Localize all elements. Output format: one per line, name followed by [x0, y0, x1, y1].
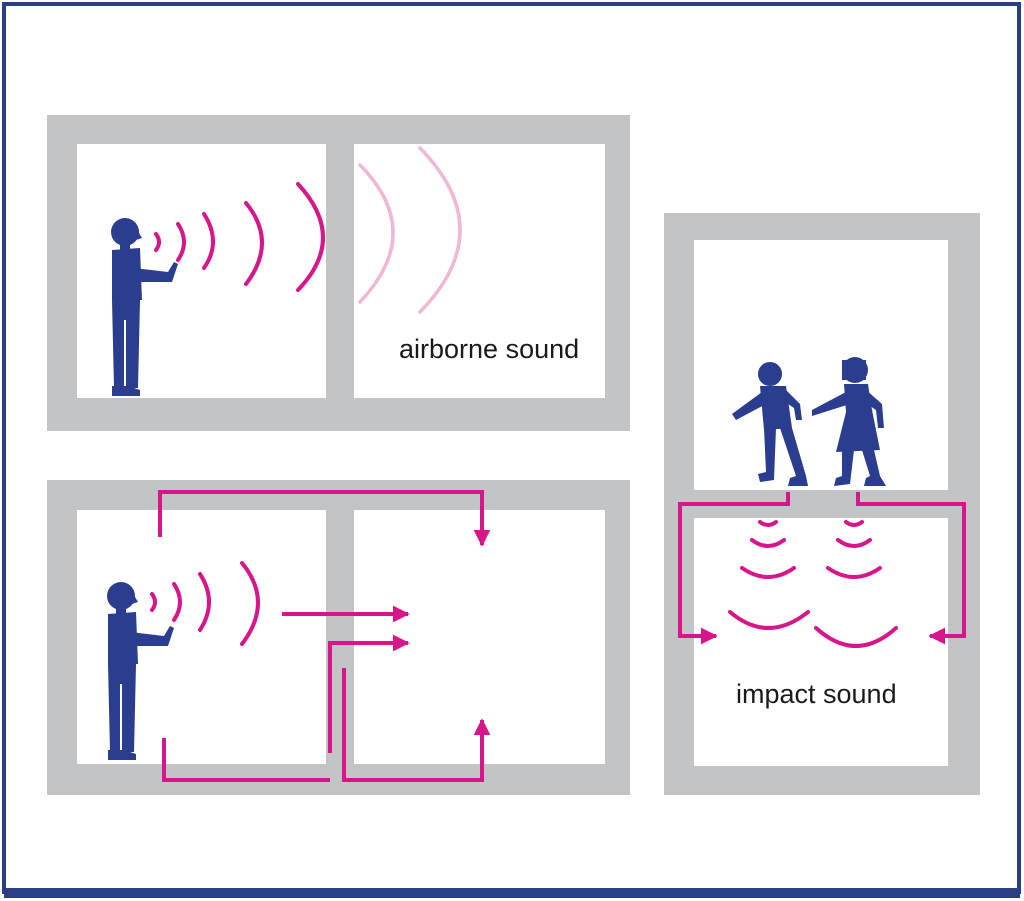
impact-room-lower — [694, 518, 948, 766]
sound-wave-icon — [154, 182, 325, 292]
airborne-room-right — [354, 144, 605, 398]
impact-path-right — [856, 492, 966, 645]
airborne-sound-label: airborne sound — [399, 334, 579, 364]
flanking-path-wall — [328, 634, 410, 753]
impact-path-left — [678, 492, 790, 645]
flanking-path-arrow-icon — [678, 492, 966, 645]
walking-children-icon — [732, 357, 886, 486]
sound-wave-icon — [150, 561, 260, 646]
flanking-path-arrow-icon — [158, 490, 491, 782]
impact-wave-icon — [728, 520, 898, 648]
transmitted-wave-icon — [358, 146, 462, 314]
flanking-building — [47, 480, 630, 795]
airborne-building — [47, 115, 630, 431]
flanking-path-ceiling — [158, 490, 491, 547]
flanking-path-floor-left — [162, 738, 330, 782]
flanking-room-right — [354, 510, 605, 764]
bottom-bar — [4, 888, 1020, 898]
impact-room-upper — [694, 240, 948, 490]
flanking-path-floor-right — [342, 668, 491, 782]
impact-sound-label: impact sound — [736, 679, 897, 709]
